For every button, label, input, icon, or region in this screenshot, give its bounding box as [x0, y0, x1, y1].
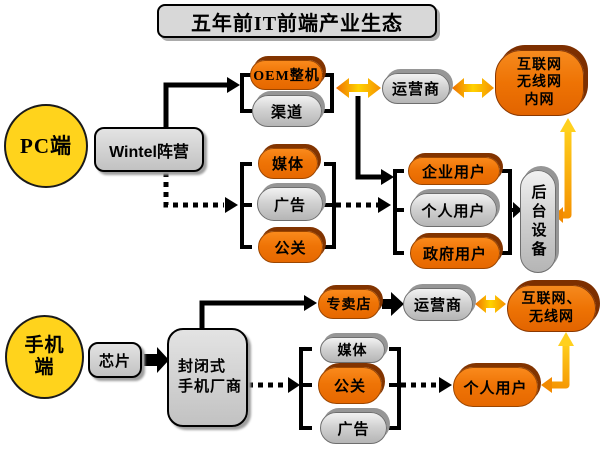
double-arrow-operator-network — [452, 78, 494, 98]
diagram-title: 五年前IT前端产业生态 — [157, 4, 437, 38]
personal-user-node-mobile: 个人用户 — [453, 367, 538, 407]
mobile-terminal-circle: 手机 端 — [5, 315, 84, 399]
yellow-arrow-backend-network — [554, 118, 576, 223]
closed-maker-box: 封闭式 手机厂商 — [167, 328, 248, 427]
network-node-mobile: 互联网、 无线网 — [507, 285, 596, 332]
double-arrow-oem-operator — [336, 78, 381, 98]
operator-node-pc: 运营商 — [382, 73, 450, 104]
arrow-oemgroup-to-users-group — [355, 96, 394, 185]
arrow-store-to-operator — [382, 292, 404, 316]
ads-node-pc: 广告 — [257, 187, 323, 221]
backend-device-node: 后台设备 — [520, 170, 556, 273]
oem-node: OEM整机 — [250, 60, 323, 90]
yellow-arrow-personal-network2 — [541, 332, 574, 393]
enterprise-user-node: 企业用户 — [408, 157, 500, 185]
arrow-maker-to-store — [199, 295, 317, 329]
media-node-pc: 媒体 — [258, 148, 318, 179]
channel-node: 渠道 — [252, 95, 322, 127]
personal-user-node-pc: 个人用户 — [410, 193, 497, 227]
bracket-media-group-pc — [240, 162, 336, 249]
network-node-pc: 互联网 无线网 内网 — [495, 50, 584, 116]
pr-node-mobile: 公关 — [318, 367, 382, 404]
double-arrow-operator2-network2 — [475, 295, 506, 313]
media-node-mobile: 媒体 — [320, 337, 385, 363]
store-node: 专卖店 — [318, 289, 380, 319]
bracket-users-group — [393, 169, 522, 255]
pr-node-pc: 公关 — [258, 231, 323, 263]
bracket-media-group-mobile — [299, 347, 401, 430]
bracket-oem-group — [240, 73, 334, 113]
arrow-wintel-to-oem-group — [163, 77, 240, 128]
dashed-arrow-maker-to-media2 — [248, 377, 300, 393]
dashed-arrow-media-to-users — [336, 197, 391, 213]
operator-node-mobile: 运营商 — [403, 288, 473, 321]
arrow-chip-to-maker — [144, 347, 169, 373]
dashed-arrow-wintel-to-media-group — [163, 172, 238, 213]
chip-box: 芯片 — [88, 342, 142, 378]
wintel-camp-box: Wintel阵营 — [94, 127, 204, 172]
pc-terminal-circle: PC端 — [4, 104, 88, 188]
government-user-node: 政府用户 — [410, 237, 500, 269]
dashed-arrow-media2-to-personal — [401, 377, 452, 393]
ads-node-mobile: 广告 — [320, 412, 387, 444]
